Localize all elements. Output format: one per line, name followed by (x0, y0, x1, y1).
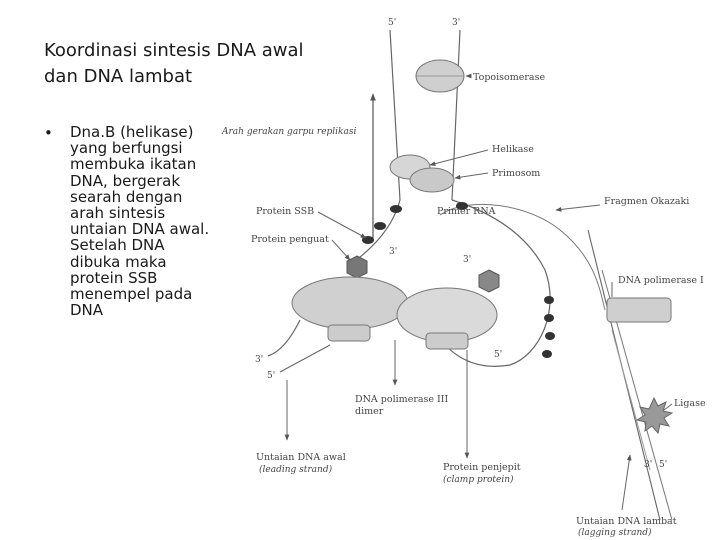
end-right-3: 3' (644, 460, 652, 470)
parental-strand-right (451, 29, 461, 201)
title-line-2: dan DNA lambat (44, 66, 193, 87)
label-ssb: Protein SSB (256, 206, 314, 217)
lagging-strand-loop (431, 199, 551, 367)
ssb-pointer (317, 211, 367, 239)
clamp-left (327, 324, 371, 342)
bullet-line: yang berfungsi (70, 139, 183, 158)
primer-loop (439, 203, 606, 311)
slide-title: Koordinasi sintesis DNA awal dan DNA lam… (44, 38, 344, 90)
ligase-shape (635, 396, 674, 435)
label-ligase: Ligase (674, 398, 706, 409)
bullet-line: Dna.B (helikase) (70, 123, 194, 141)
end-mid-3a: 3' (389, 247, 397, 257)
label-pol1: DNA polimerase I (618, 275, 704, 286)
ssb-dots-leading (362, 205, 402, 244)
label-topoisomerase: Topoisomerase (473, 72, 545, 83)
ssb-dots-lagging (456, 202, 555, 358)
pol3-core-left (291, 276, 409, 330)
label-clamp-line2: (clamp protein) (443, 474, 514, 485)
clamp-right (425, 332, 469, 350)
label-lagging-line2: (lagging strand) (578, 527, 652, 538)
label-leading-line1: Untaian DNA awal (256, 452, 346, 463)
end-left-3: 3' (255, 355, 263, 365)
bullet-dot: • (44, 124, 53, 142)
bullet-line: dibuka maka (70, 252, 167, 271)
bullet-line: protein SSB (70, 268, 158, 287)
leading-strand-bottom (267, 319, 301, 357)
label-primer-rna: Primer RNA (437, 206, 496, 217)
label-pol3-line2: dimer (355, 406, 384, 417)
label-lagging-line1: Untaian DNA lambat (576, 516, 677, 527)
end-top-3: 3' (452, 18, 460, 28)
pol1-shape (606, 297, 672, 323)
bullet-line: DNA, bergerak (70, 171, 181, 190)
bullet-line: DNA (70, 301, 104, 320)
bullet-line: membuka ikatan (70, 155, 197, 174)
lagging-strand-pointer (621, 454, 632, 511)
primosome-shape (409, 167, 455, 193)
okazaki-fragment (611, 329, 651, 471)
anchor-protein-right (478, 269, 500, 293)
bullet-line: menempel pada (70, 285, 193, 304)
label-pol3-line1: DNA polimerase III (355, 394, 449, 405)
end-mid-5: 5' (494, 350, 502, 360)
label-okazaki: Fragmen Okazaki (604, 196, 689, 207)
primosome-pointer (454, 172, 489, 180)
okazaki-pointer (555, 204, 601, 212)
end-right-5: 5' (659, 460, 667, 470)
bullet-line: arah sintesis (70, 204, 166, 223)
helicase-pointer (429, 149, 489, 166)
label-leading-line2: (leading strand) (259, 464, 333, 475)
end-mid-3b: 3' (463, 255, 471, 265)
label-clamp-line1: Protein penjepit (443, 462, 521, 473)
bullet-text: Dna.B (helikase) yang berfungsi membuka … (70, 123, 230, 320)
bullet-line: searah dengan (70, 187, 183, 206)
bullet-line: Setelah DNA (70, 236, 165, 255)
label-helicase: Helikase (492, 144, 534, 155)
label-primosome: Primosom (492, 168, 540, 179)
title-line-1: Koordinasi sintesis DNA awal (44, 40, 304, 61)
bullet-line: untaian DNA awal. (70, 220, 210, 239)
label-anchor-protein: Protein penguat (251, 234, 329, 245)
label-fork-direction: Arah gerakan garpu replikasi (221, 127, 356, 137)
end-left-5: 5' (267, 371, 275, 381)
anchor-pointer (331, 239, 351, 261)
end-top-5: 5' (388, 18, 396, 28)
ligase-pointer (663, 403, 673, 411)
